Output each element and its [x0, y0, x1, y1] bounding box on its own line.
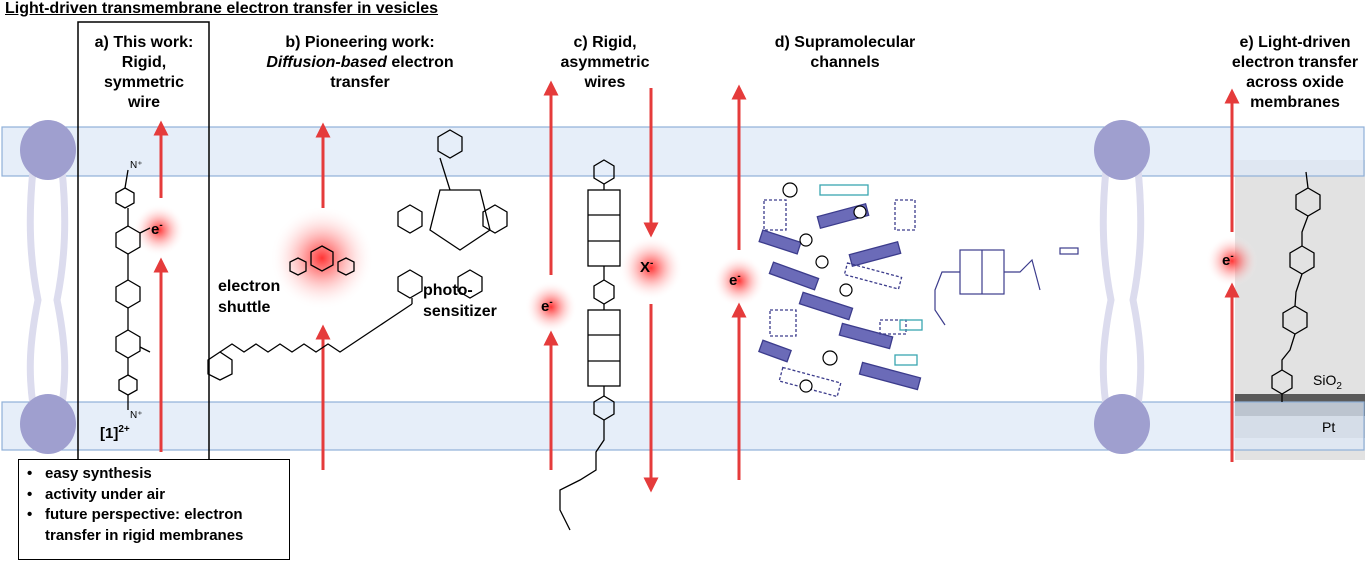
advantage-item-continued: transfer in rigid membranes	[45, 526, 244, 544]
panel-e-label: e) Light-driven electron transfer across…	[1225, 33, 1365, 113]
panel-e-line3: across oxide	[1246, 74, 1344, 91]
asymmetric-wire-structure	[559, 159, 621, 531]
lipid-bilayer-right	[1094, 120, 1150, 454]
panel-b-line2-italic: Diffusion-based	[266, 54, 387, 71]
supramolecular-channel-cyan	[819, 184, 923, 366]
membrane-bottom	[1, 401, 1365, 451]
sio2-label: SiO2	[1313, 372, 1342, 392]
panel-a-line4: wire	[127, 94, 160, 111]
panel-a-label: a) This work: Rigid, symmetric wire	[80, 33, 208, 113]
electron-label-e: e-	[1222, 251, 1234, 269]
advantage-item: easy synthesis	[27, 464, 289, 485]
electron-glow-c1	[525, 281, 577, 333]
panel-e-line2: electron transfer	[1231, 54, 1359, 71]
electron-glow-d	[713, 255, 765, 307]
advantages-box: easy synthesis activity under air future…	[18, 459, 290, 560]
panel-e-line4: membranes	[1250, 94, 1340, 111]
electron-glow-b	[270, 206, 374, 310]
advantage-item: future perspective: electron	[27, 505, 289, 526]
electron-label-c: e-	[541, 297, 553, 315]
ndi-monomer	[934, 247, 1079, 326]
panel-c-label: c) Rigid, asymmetric wires	[545, 33, 665, 93]
supramolecular-channel	[758, 202, 922, 391]
compound-1-label: [1]2+	[100, 424, 130, 442]
ammonium-bottom: N⁺	[130, 410, 143, 421]
channel-rings	[782, 182, 867, 393]
ammonium-top: N⁺	[130, 160, 143, 171]
panel-b-line3: transfer	[330, 74, 390, 91]
panel-c-line2: asymmetric	[560, 54, 650, 71]
panel-d-label: d) Supramolecular channels	[755, 33, 935, 73]
panel-a-line1: a) This work:	[94, 34, 194, 51]
panel-d-line2: channels	[810, 54, 880, 71]
pt-label: Pt	[1322, 419, 1336, 435]
panel-b-line2: Diffusion-based electron	[250, 53, 470, 73]
panel-c-line3: wires	[584, 74, 626, 91]
panel-a-line2: Rigid,	[121, 54, 167, 71]
quinone-shuttle	[289, 245, 355, 276]
sensitizer-structure	[207, 129, 508, 381]
panel-b-line2-rest: electron	[386, 54, 454, 71]
electron-label-d: e-	[729, 271, 741, 289]
electron-shuttle-label: electron shuttle	[218, 278, 281, 316]
electron-label-a: e-	[151, 220, 163, 238]
panel-e-line1: e) Light-driven	[1239, 34, 1351, 51]
wire-1-structure	[115, 169, 151, 410]
oxide-wire-structure	[1271, 171, 1321, 402]
panel-d-line1: d) Supramolecular	[774, 34, 916, 51]
electron-glow-a	[133, 204, 185, 256]
panel-c-line1: c) Rigid,	[573, 34, 637, 51]
lipid-bilayer-left	[20, 120, 76, 454]
electron-flow-arrows	[153, 80, 1240, 493]
advantage-item: activity under air	[27, 485, 289, 506]
panel-b-line1: b) Pioneering work:	[285, 34, 435, 51]
membrane-top	[1, 126, 1365, 177]
anion-label-c: X-	[640, 258, 654, 276]
advantages-list: easy synthesis activity under air future…	[19, 460, 289, 546]
panel-a-line3: symmetric	[103, 74, 185, 91]
supramolecular-channel-dashed	[763, 199, 916, 398]
figure-title: Light-driven transmembrane electron tran…	[5, 0, 439, 17]
panel-b-label: b) Pioneering work: Diffusion-based elec…	[250, 33, 470, 93]
electron-glow-e	[1206, 235, 1258, 287]
photosensitizer-label: photo- sensitizer	[423, 282, 497, 320]
anion-glow-c	[619, 236, 683, 300]
